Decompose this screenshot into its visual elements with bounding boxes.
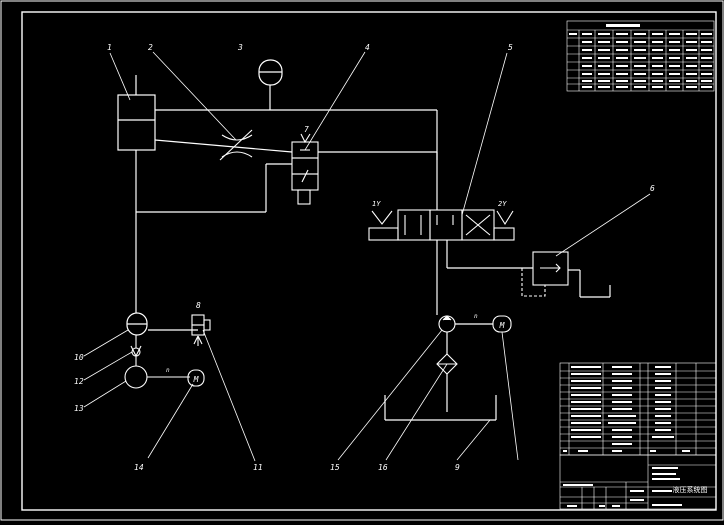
leader-lines xyxy=(83,51,651,462)
callout-14: 14 xyxy=(134,463,144,472)
auxiliary-motor-speed-label: n xyxy=(166,367,170,374)
title-block-cells xyxy=(563,467,682,507)
throttle-valve xyxy=(219,129,253,161)
accumulator xyxy=(258,59,283,93)
solenoid-valve-small xyxy=(291,133,319,205)
valve-port-label-left: 1Y xyxy=(372,200,381,208)
drawing-title: 液压系统图 xyxy=(673,485,708,494)
relief-valve xyxy=(521,251,569,297)
hydraulic-cylinder xyxy=(117,94,156,151)
valve-port-label-right: 2Y xyxy=(498,200,507,208)
callout-3: 3 xyxy=(237,43,243,52)
accumulator-lower xyxy=(126,312,148,336)
circuit-lines xyxy=(117,75,611,421)
parts-list-cells xyxy=(563,366,690,452)
callout-11: 11 xyxy=(253,463,263,472)
callout-6: 6 xyxy=(650,184,655,193)
action-table xyxy=(566,20,715,92)
callout-10: 10 xyxy=(74,353,84,362)
callout-12: 12 xyxy=(74,377,84,386)
callout-13: 13 xyxy=(74,404,84,413)
check-valve xyxy=(130,335,142,366)
main-motor-symbol: M xyxy=(499,321,506,330)
main-motor-speed-label: n xyxy=(474,313,478,320)
auxiliary-motor xyxy=(187,369,205,387)
callout-7: 7 xyxy=(304,125,309,134)
callout-8: 8 xyxy=(196,301,201,310)
callout-2: 2 xyxy=(148,43,153,52)
auxiliary-motor-symbol: M xyxy=(193,375,200,384)
callout-5: 5 xyxy=(508,43,513,52)
action-table-cells xyxy=(569,24,712,88)
directional-valve xyxy=(368,209,515,241)
title-block xyxy=(559,454,717,510)
callout-1: 1 xyxy=(107,43,112,52)
main-pump xyxy=(438,315,456,333)
pressure-switch xyxy=(191,314,211,346)
callout-15: 15 xyxy=(330,463,340,472)
parts-list xyxy=(559,362,717,456)
sheet-inner-border xyxy=(21,11,717,511)
callout-16: 16 xyxy=(378,463,388,472)
callout-4: 4 xyxy=(365,43,370,52)
callout-9: 9 xyxy=(455,463,460,472)
auxiliary-pump xyxy=(124,365,190,389)
